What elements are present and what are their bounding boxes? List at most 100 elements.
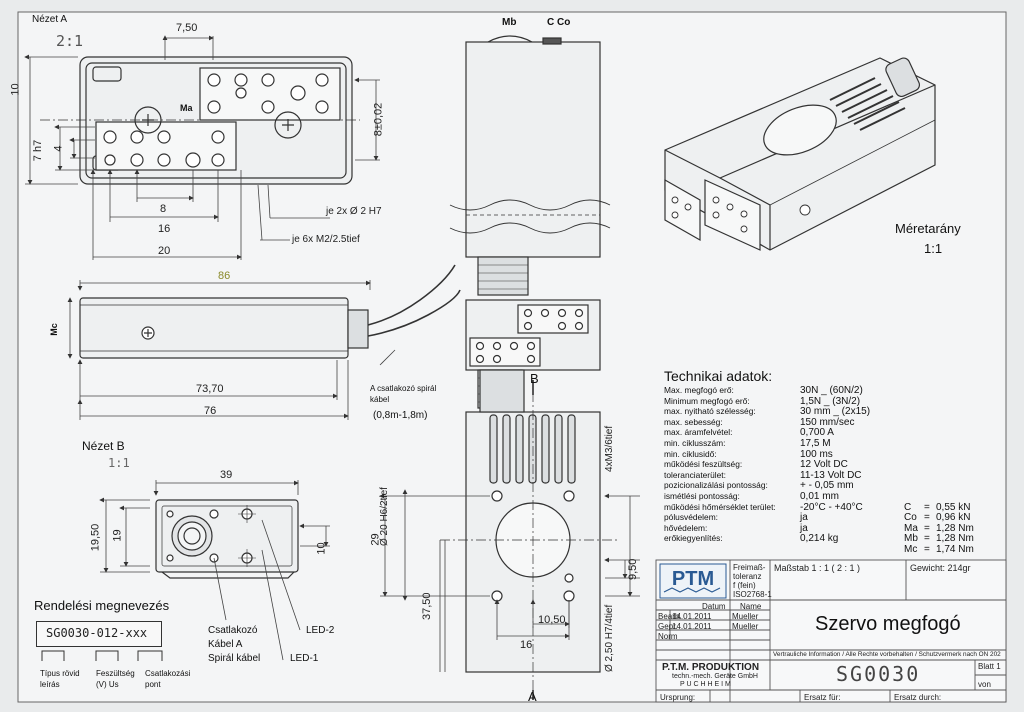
ma-label: Ma bbox=[180, 103, 193, 113]
spec-value: 17,5 M bbox=[800, 438, 831, 449]
view-a-dimensions bbox=[25, 36, 380, 260]
order-code: SG0030-012-xxx bbox=[46, 626, 148, 640]
moment-value: 0,55 kN bbox=[936, 501, 971, 513]
col-name: Name bbox=[740, 602, 762, 611]
isometric-view bbox=[664, 57, 936, 251]
view-b-title: Nézet B bbox=[82, 439, 125, 453]
moment-eq: = bbox=[924, 533, 930, 545]
section-a: A bbox=[528, 689, 537, 704]
spec-value: + - 0,05 mm bbox=[800, 480, 854, 492]
dim-7-50: 7,50 bbox=[176, 22, 198, 34]
company-name: P.T.M. PRODUKTION bbox=[662, 662, 760, 673]
view-a-scale: 2:1 bbox=[56, 32, 84, 50]
spec-value: 1,5N _ (3N/2) bbox=[800, 395, 861, 407]
spec-value: 12 Volt DC bbox=[800, 459, 848, 471]
view-b-dimensions bbox=[100, 480, 330, 661]
order-legend-voltage-2: (V) Us bbox=[96, 680, 119, 689]
dim-19: 19 bbox=[111, 529, 124, 542]
order-legend-connector-1: Csatlakozási bbox=[145, 669, 191, 678]
spec-label: max. áramfelvétel: bbox=[664, 427, 733, 438]
spec-label: Max. megfogó erő: bbox=[664, 385, 734, 395]
dim-20: 20 bbox=[158, 245, 171, 257]
front-view-dimensions bbox=[380, 380, 640, 700]
spec-label: pozicionalizálási pontosság: bbox=[664, 480, 768, 491]
dim-16: 16 bbox=[158, 223, 171, 235]
order-legend-type-1: Típus rövid bbox=[40, 669, 80, 678]
spec-value: 11-13 Volt DC bbox=[800, 469, 862, 481]
cable-label-2: kábel bbox=[370, 395, 390, 404]
order-legend-voltage-1: Feszültség bbox=[96, 669, 135, 678]
bearb-date: 14.01.2011 bbox=[672, 612, 712, 621]
moment-key: C bbox=[904, 501, 912, 513]
moment-value: 1,28 Nm bbox=[936, 522, 974, 534]
view-b-drawing bbox=[155, 499, 299, 579]
tolerance-line-1: Freimaß- bbox=[733, 563, 766, 572]
dim-7h7: 7 h7 bbox=[32, 139, 45, 162]
side-view-mc bbox=[79, 264, 461, 359]
spec-value: 30N _ (60N/2) bbox=[800, 385, 863, 396]
spec-label: működési feszültség: bbox=[664, 459, 743, 470]
dim-20-h6: Ø 20 H6/2tief bbox=[379, 487, 390, 546]
spec-label: toleranciaterület: bbox=[664, 469, 726, 480]
moment-eq: = bbox=[924, 501, 930, 513]
moment-value: 1,28 Nm bbox=[936, 533, 974, 545]
moment-key: Mb bbox=[904, 533, 918, 545]
moment-key: Mc bbox=[904, 544, 918, 555]
sheet-of: von bbox=[978, 680, 991, 689]
spec-value: ja bbox=[800, 512, 808, 524]
confidentiality-notice: Vertrauliche Information / Alle Rechte v… bbox=[773, 651, 1001, 658]
dim-76: 76 bbox=[204, 405, 217, 417]
svg-text:PTM: PTM bbox=[672, 568, 714, 590]
ptm-logo-mark: PTM bbox=[659, 563, 727, 599]
gepr-date: 14.01.2011 bbox=[672, 622, 712, 631]
spec-label: erőkiegyenlítés: bbox=[664, 533, 723, 544]
moment-eq: = bbox=[924, 522, 930, 534]
spec-label: működési hőmérséklet terület: bbox=[664, 501, 776, 512]
view-a-drawing bbox=[40, 56, 360, 185]
co-label: Co bbox=[557, 17, 571, 28]
bearb-label: Bearb. bbox=[658, 612, 682, 621]
tolerance-line-4: ISO2768-1 bbox=[733, 590, 772, 599]
view-b-scale: 1:1 bbox=[108, 456, 130, 470]
section-b: B bbox=[530, 371, 539, 386]
spec-label: min. ciklusidő: bbox=[664, 448, 717, 459]
spec-label: max. nyitható szélesség: bbox=[664, 406, 756, 417]
dim-10: 10 bbox=[9, 83, 22, 96]
spec-label: min. ciklusszám: bbox=[664, 438, 726, 448]
replaced-by-field: Ersatz durch: bbox=[894, 693, 942, 702]
dim-4xm3: 4xM3/6tief bbox=[604, 425, 615, 472]
callout-led-2: LED-2 bbox=[306, 625, 335, 636]
cable-label-1: A csatlakozó spirál bbox=[370, 384, 437, 393]
moment-key: Co bbox=[904, 512, 917, 524]
order-code-box bbox=[36, 621, 162, 647]
spec-value: 0,700 A bbox=[800, 427, 834, 439]
tolerance-line-3: f (fein) bbox=[733, 581, 756, 590]
gepr-label: Gepr. bbox=[658, 622, 678, 631]
spec-label: max. sebesség: bbox=[664, 416, 723, 427]
gepr-name: Mueller bbox=[732, 622, 759, 631]
dim-19-50: 19,50 bbox=[89, 523, 102, 552]
moment-key: Ma bbox=[904, 522, 918, 534]
weight-field: Gewicht: 214gr bbox=[910, 563, 971, 573]
order-title: Rendelési megnevezés bbox=[34, 598, 170, 613]
moment-eq: = bbox=[924, 544, 930, 555]
dim-73-70: 73,70 bbox=[196, 383, 224, 395]
drawing-number: SG0030 bbox=[836, 662, 921, 686]
tolerance-line-2: toleranz bbox=[733, 572, 762, 581]
spec-label: pólusvédelem: bbox=[664, 512, 719, 523]
dim-16-b: 16 bbox=[520, 639, 533, 651]
hole-note-m2: je 6x M2/2.5tief bbox=[292, 234, 360, 245]
replaces-field: Ersatz für: bbox=[804, 693, 841, 702]
dim-86: 86 bbox=[218, 270, 231, 282]
scale-note-value: 1:1 bbox=[924, 241, 943, 256]
spec-label: hővédelem: bbox=[664, 522, 708, 533]
dim-8-tolerance: 8±0,02 bbox=[372, 102, 385, 137]
part-name: Szervo megfogó bbox=[815, 613, 961, 635]
dim-8: 8 bbox=[160, 203, 167, 215]
norm-label: Norm bbox=[658, 632, 678, 641]
bearb-name: Mueller bbox=[732, 612, 759, 621]
callout-connector-2: Kábel A bbox=[208, 639, 243, 650]
dim-10-50: 10,50 bbox=[538, 614, 566, 626]
